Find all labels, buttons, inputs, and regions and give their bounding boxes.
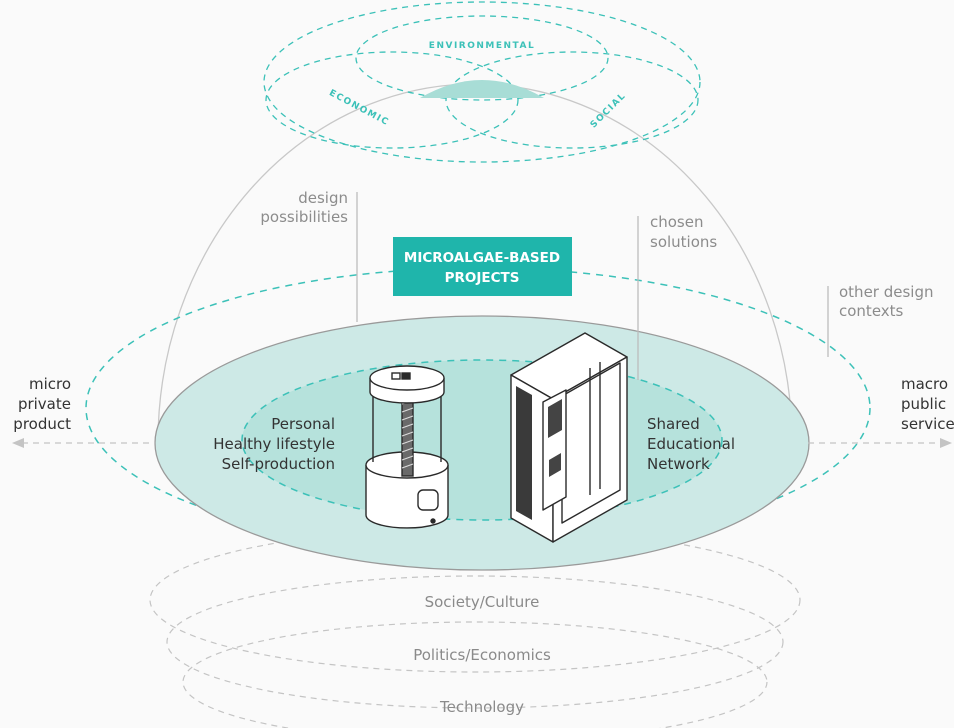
shared-kiosk-illustration <box>510 332 628 543</box>
other-contexts-line-1: other design <box>839 283 934 301</box>
arrow-left-icon <box>12 438 24 448</box>
kiosk-tube-lines <box>589 362 601 495</box>
environmental-ring <box>355 15 609 101</box>
layer-technology: Technology <box>439 698 524 716</box>
leader-lines <box>356 192 829 380</box>
layer-society-culture: Society/Culture <box>425 593 540 611</box>
micro-line-1: micro <box>29 375 71 393</box>
shared-line-3: Network <box>647 455 710 473</box>
design-possibilities-line-1: design <box>298 189 348 207</box>
design-possibilities-line-2: possibilities <box>260 208 348 226</box>
macro-line-3: service <box>901 415 954 433</box>
dome-apex-overlap <box>420 80 544 98</box>
sustainability-venn <box>263 1 701 163</box>
chosen-solutions-line-1: chosen <box>650 213 703 231</box>
box-line-1: MICROALGAE-BASED <box>404 250 560 266</box>
box-line-2: PROJECTS <box>445 270 520 286</box>
layer-politics-economics: Politics/Economics <box>413 646 551 664</box>
kiosk-grille <box>516 386 532 520</box>
arrow-right-icon <box>940 438 952 448</box>
environmental-label: ENVIRONMENTAL <box>429 41 535 51</box>
other-contexts-ellipse <box>85 267 871 549</box>
personal-line-2: Healthy lifestyle <box>213 435 335 453</box>
personal-device-illustration <box>365 365 449 529</box>
algae-spiral-column <box>401 395 414 477</box>
micro-line-2: private <box>18 395 71 413</box>
economic-label: ECONOMIC <box>327 88 390 128</box>
society-ring <box>149 527 801 673</box>
politics-ring <box>166 575 784 709</box>
technology-ring <box>182 621 768 728</box>
device-base-window <box>417 489 439 511</box>
cap-button-icon <box>391 372 401 380</box>
macro-line-2: public <box>901 395 946 413</box>
outer-venn-ring <box>263 1 701 163</box>
cap-button-icon <box>401 372 411 380</box>
personal-line-3: Self-production <box>222 455 335 473</box>
social-ring <box>445 51 699 149</box>
personal-line-1: Personal <box>271 415 335 433</box>
kiosk-dispenser <box>549 453 561 477</box>
kiosk-screen <box>548 399 562 438</box>
chosen-solutions-line-2: solutions <box>650 233 717 251</box>
device-base <box>365 465 449 529</box>
device-button-icon <box>430 518 436 524</box>
microalgae-projects-box <box>393 237 572 296</box>
micro-line-3: product <box>13 415 71 433</box>
shared-line-1: Shared <box>647 415 700 433</box>
economic-ring <box>265 51 519 149</box>
context-layer-rings <box>149 527 801 728</box>
other-contexts-line-2: contexts <box>839 302 904 320</box>
shared-line-2: Educational <box>647 435 735 453</box>
macro-line-1: macro <box>901 375 948 393</box>
